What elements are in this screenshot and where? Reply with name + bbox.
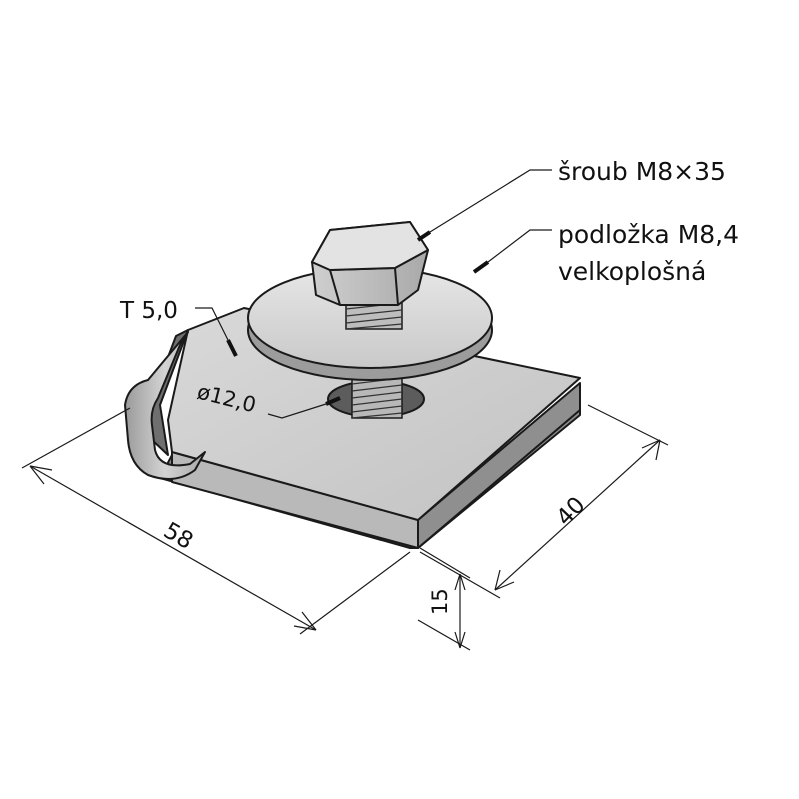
bolt-hex-head <box>311 221 429 306</box>
thickness-leader <box>195 307 238 357</box>
screw-leader <box>416 169 552 242</box>
washer-label: podložka M8,4 <box>558 220 739 249</box>
washer-leader <box>472 229 552 274</box>
dimension-height: 15 <box>417 547 471 651</box>
bolt-thread-lower <box>351 377 403 419</box>
dimension-height-label: 15 <box>428 588 452 615</box>
hole-leader <box>267 396 341 419</box>
screw-label: šroub M8×35 <box>558 157 726 186</box>
thickness-label: T 5,0 <box>119 298 178 324</box>
dimension-width-label: 40 <box>552 492 591 531</box>
washer-label-line2: velkoplošná <box>558 257 706 286</box>
dimension-length-label: 58 <box>159 518 197 555</box>
